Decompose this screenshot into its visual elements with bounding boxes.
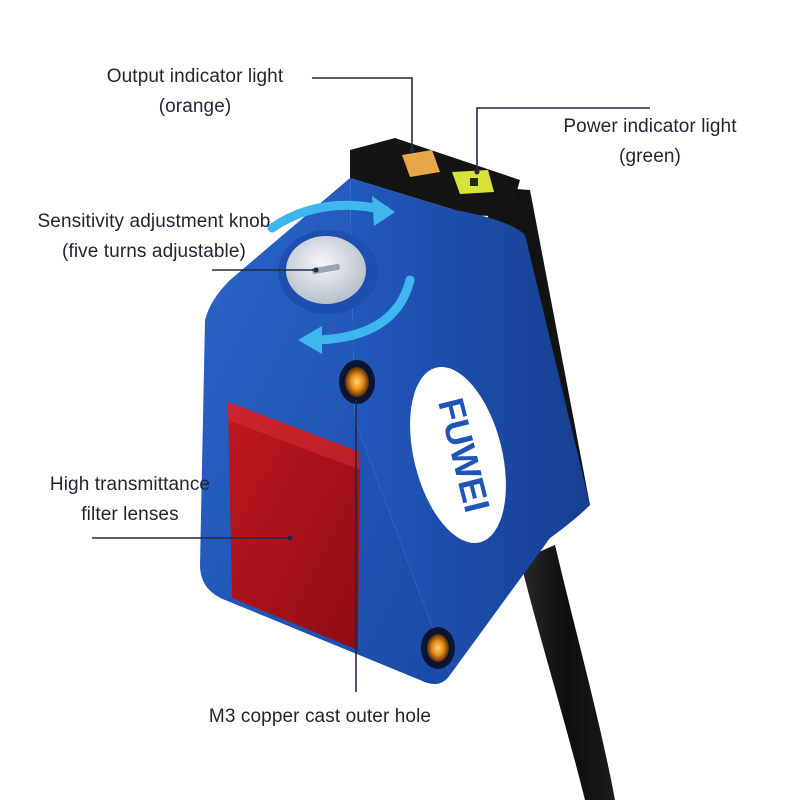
m3-hole-top-copper <box>345 367 369 397</box>
rotation-arrow-top-head-icon <box>372 196 395 226</box>
callout-output-line2: (orange) <box>158 96 232 117</box>
leader-dot-power <box>474 169 480 175</box>
leader-dots <box>287 147 480 541</box>
callout-sensitivity-line2: (five turns adjustable) <box>62 241 246 262</box>
m3-hole-bottom-copper <box>427 634 449 662</box>
knob-slot <box>312 263 340 275</box>
sensor-top-face <box>350 138 520 216</box>
rotation-arrow-bottom-icon <box>305 275 415 345</box>
rotation-arrow-bottom-head-icon <box>298 326 322 354</box>
callout-power-indicator: Power indicator light (green) <box>540 112 760 172</box>
power-indicator-dot <box>470 178 478 186</box>
leader-output <box>312 77 413 150</box>
leader-dot-output <box>409 147 415 153</box>
filter-lens-highlight <box>228 402 360 470</box>
callout-output-line1: Output indicator light <box>106 66 284 87</box>
callout-sensitivity-line1: Sensitivity adjustment knob <box>37 211 271 232</box>
leader-power <box>476 107 650 172</box>
leader-dot-sensitivity <box>313 267 319 273</box>
callout-filter-lenses: High transmittance filter lenses <box>30 470 230 530</box>
callout-mount-hole: M3 copper cast outer hole <box>180 702 460 732</box>
cable <box>520 545 615 800</box>
output-indicator-light <box>402 150 440 177</box>
callout-sensitivity-knob: Sensitivity adjustment knob (five turns … <box>14 207 294 267</box>
leader-lines <box>92 77 650 692</box>
callout-m3-line1: M3 copper cast outer hole <box>208 706 432 727</box>
callout-power-line2: (green) <box>619 146 681 167</box>
leader-dot-lens <box>287 535 293 541</box>
callout-lens-line1: High transmittance <box>49 474 211 495</box>
callout-output-indicator: Output indicator light (orange) <box>80 62 310 122</box>
callout-power-line1: Power indicator light <box>563 116 737 137</box>
brand-logo-oval <box>410 367 506 543</box>
filter-lens <box>228 402 360 650</box>
rotation-arrow-top-icon <box>267 200 390 233</box>
callout-lens-line2: filter lenses <box>81 504 179 525</box>
